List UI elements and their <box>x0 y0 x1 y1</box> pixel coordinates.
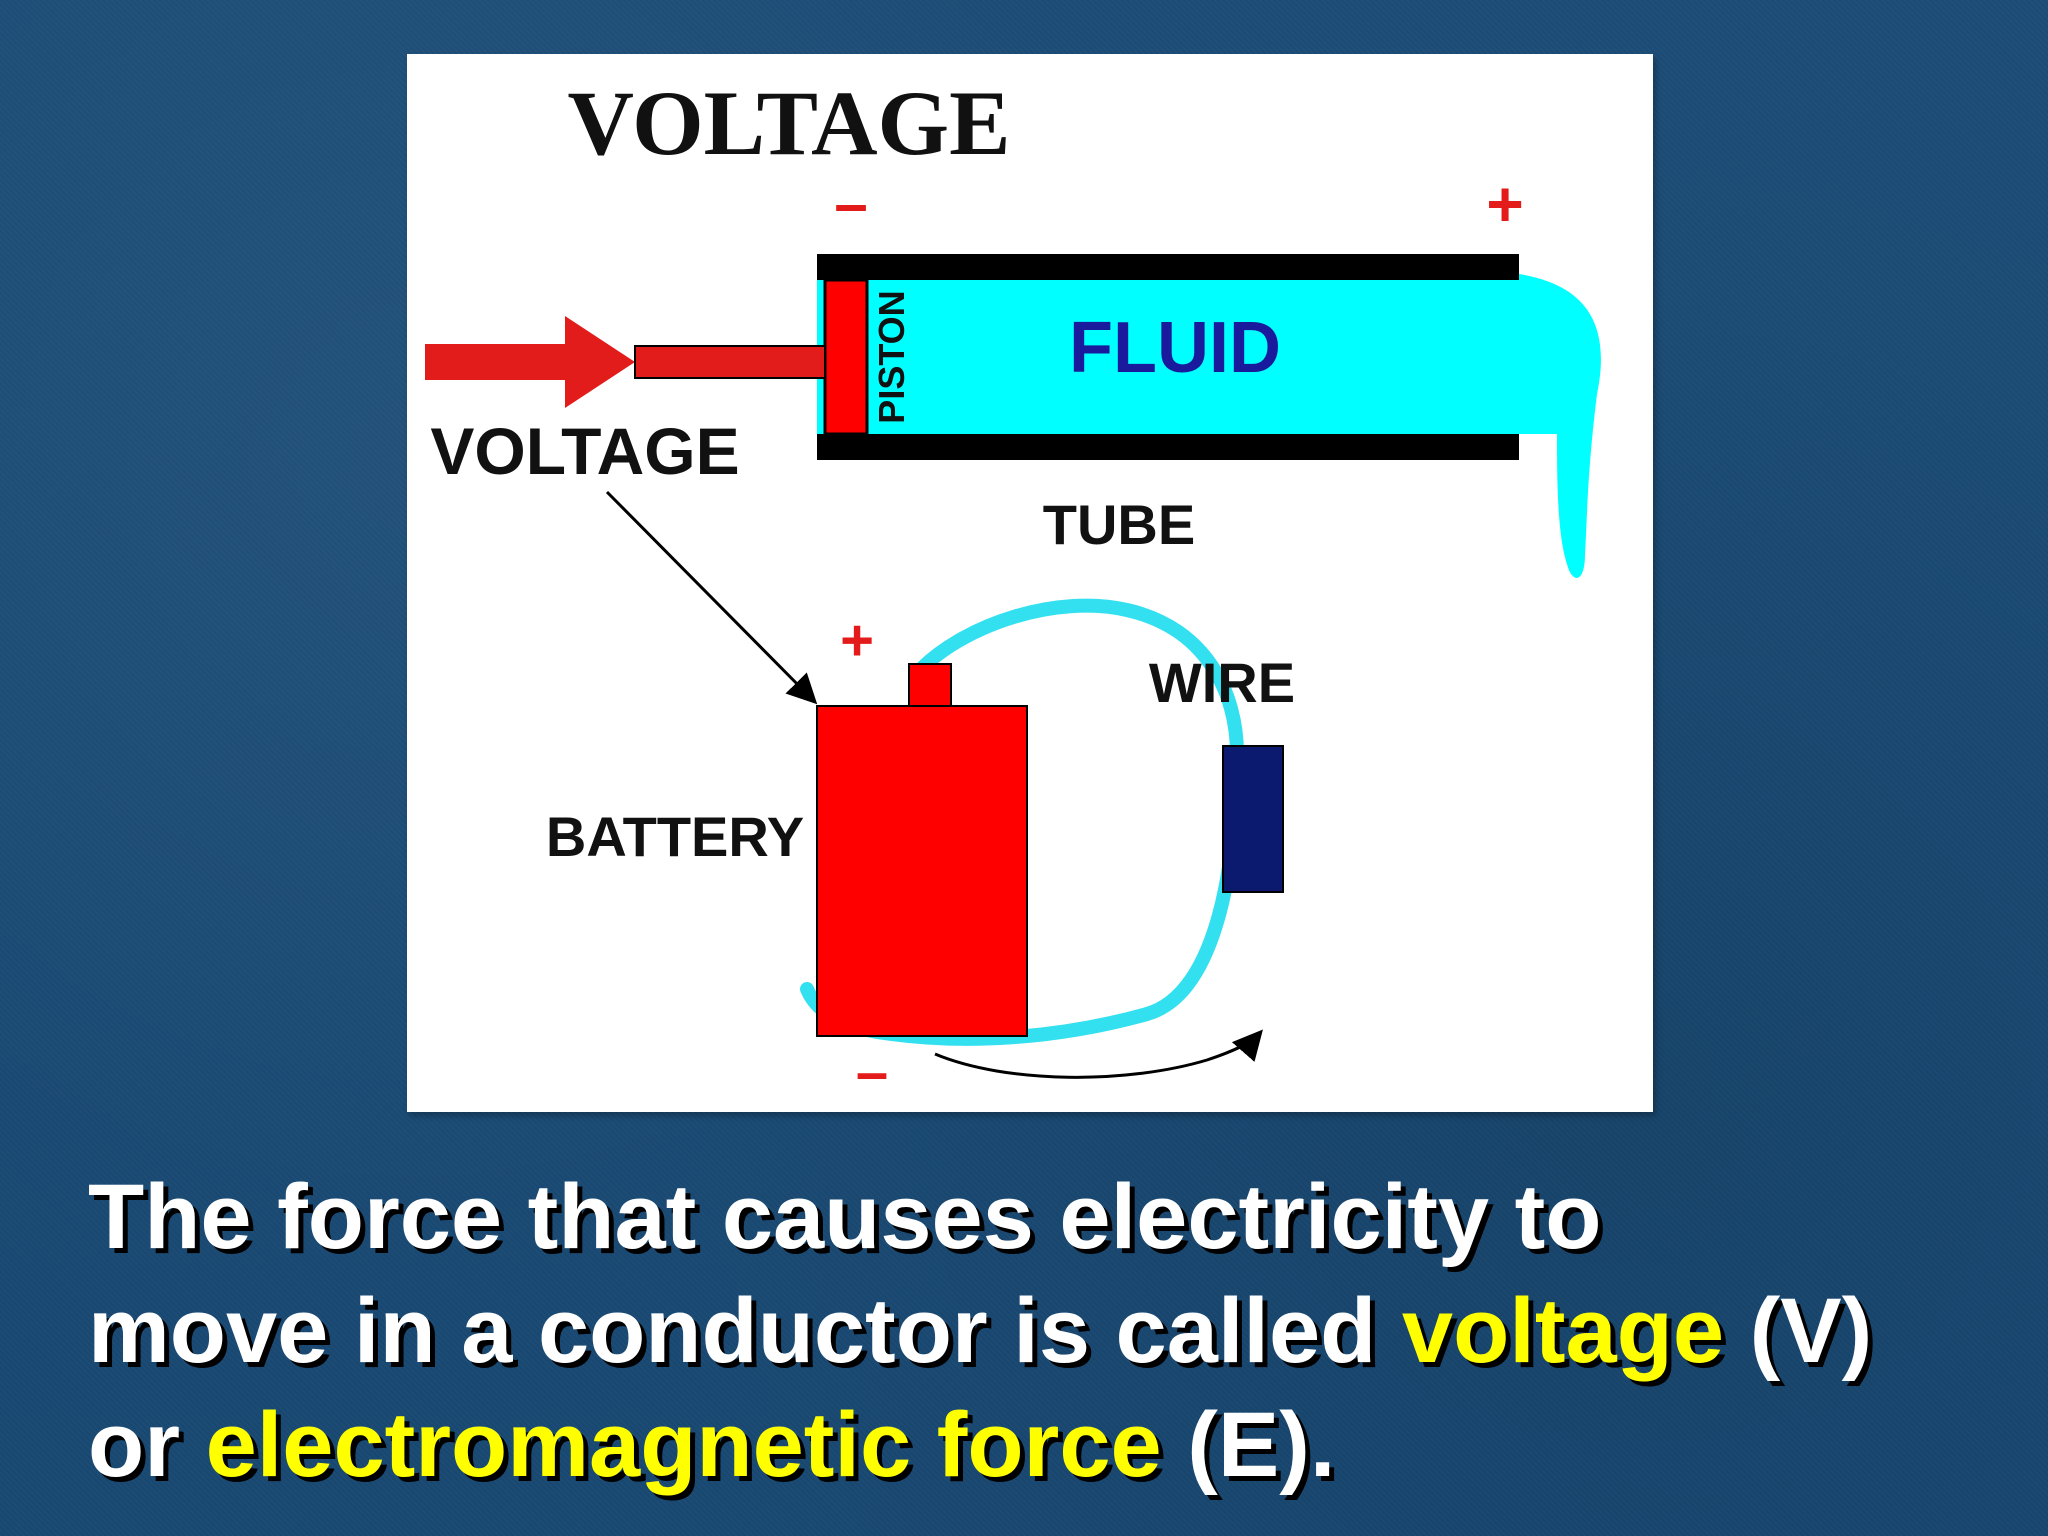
battery-body <box>816 705 1028 1037</box>
tube-minus-sign: – <box>834 170 867 237</box>
current-flow-arrow <box>934 1029 1263 1079</box>
tube-label: TUBE <box>1043 493 1195 556</box>
tube-top-wall <box>817 254 1519 280</box>
voltage-label: VOLTAGE <box>430 414 739 488</box>
caption-line-3: or electromagnetic force (E). <box>88 1388 1988 1502</box>
push-arrow <box>425 316 635 408</box>
battery-minus-sign: – <box>856 1040 888 1105</box>
piston <box>823 278 869 436</box>
tube-bottom-wall <box>817 434 1519 460</box>
diagram-canvas: VOLTAGE – + PISTON FLUID VOLTAGE TUBE <box>425 72 1601 1105</box>
piston-rod <box>634 345 826 379</box>
fluid-label: FLUID <box>1069 308 1281 388</box>
caption: The force that causes electricity to mov… <box>88 1160 1988 1502</box>
caption-line-3-text: or <box>88 1394 206 1496</box>
battery-plus-sign: + <box>840 608 874 673</box>
wire-label: WIRE <box>1149 651 1295 714</box>
term-emf-symbol: (E). <box>1161 1394 1336 1496</box>
fluid-body <box>817 272 1601 578</box>
term-voltage: voltage <box>1401 1280 1725 1382</box>
voltage-diagram: VOLTAGE – + PISTON FLUID VOLTAGE TUBE <box>407 54 1653 1112</box>
battery-label: BATTERY <box>546 805 804 868</box>
caption-line-2: move in a conductor is called voltage (V… <box>88 1274 1988 1388</box>
diagram-title: VOLTAGE <box>568 72 1011 174</box>
voltage-pointer-arrow <box>605 490 818 705</box>
battery-terminal <box>908 663 952 707</box>
caption-line-2-text: move in a conductor is called <box>88 1280 1402 1382</box>
piston-label: PISTON <box>871 290 912 423</box>
tube-plus-sign: + <box>1486 168 1523 240</box>
load-block <box>1222 745 1284 893</box>
term-electromagnetic-force: electromagnetic force <box>205 1394 1162 1496</box>
term-voltage-symbol: (V) <box>1724 1280 1873 1382</box>
caption-line-1: The force that causes electricity to <box>88 1166 1602 1268</box>
